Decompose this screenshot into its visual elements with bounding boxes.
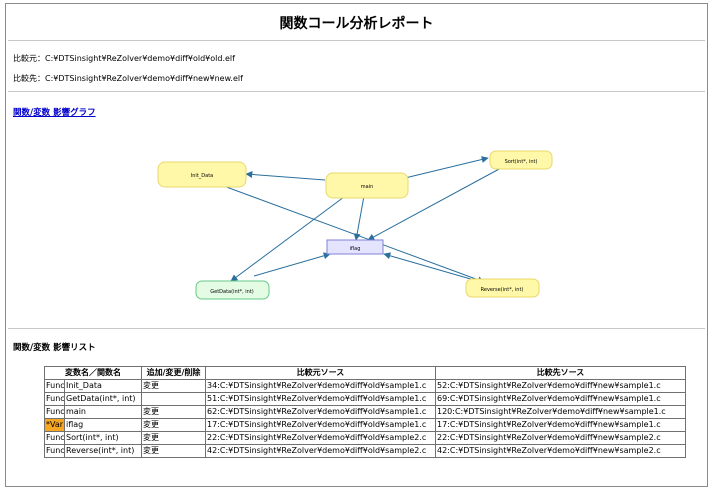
kind-cell: Func xyxy=(44,444,65,458)
column-header-change: 追加/変更/削除 xyxy=(141,366,206,380)
graph-edges xyxy=(220,156,502,284)
table-header-row: 変数名／関数名 追加/変更/削除 比較元ソース 比較先ソース xyxy=(44,366,686,380)
edge-reverse-iflag xyxy=(383,252,482,283)
graph-node-getdata[interactable]: GetData(int*, int) xyxy=(195,280,270,300)
source-cell: 34:C:¥DTSinsight¥ReZolver¥demo¥diff¥old¥… xyxy=(205,379,436,393)
change-cell: 変更 xyxy=(141,431,206,445)
svg-text:GetData(int*, int): GetData(int*, int) xyxy=(210,289,254,295)
source-cell: 42:C:¥DTSinsight¥ReZolver¥demo¥diff¥old¥… xyxy=(205,444,436,458)
name-cell: main xyxy=(64,405,142,419)
target-cell: 120:C:¥DTSinsight¥ReZolver¥demo¥diff¥new… xyxy=(435,405,686,419)
name-cell: Reverse(int*, int) xyxy=(64,444,142,458)
edge-sort-iflag xyxy=(367,167,502,241)
table-row[interactable]: Func Reverse(int*, int) 変更 42:C:¥DTSinsi… xyxy=(44,444,686,458)
compare-source-path: 比較元：C:¥DTSinsight¥ReZolver¥demo¥diff¥old… xyxy=(13,54,235,63)
impact-graph-link[interactable]: 関数/変数 影響グラフ xyxy=(13,108,96,118)
page-title: 関数コール分析レポート xyxy=(279,16,434,32)
source-cell: 17:C:¥DTSinsight¥ReZolver¥demo¥diff¥old¥… xyxy=(205,418,436,432)
target-cell: 42:C:¥DTSinsight¥ReZolver¥demo¥diff¥new¥… xyxy=(435,444,686,458)
impact-graph: Init_Data main Sort(int*, int) iflag Get… xyxy=(157,150,553,300)
table-row[interactable]: *Var iflag 変更 17:C:¥DTSinsight¥ReZolver¥… xyxy=(44,418,686,432)
graph-node-init[interactable]: Init_Data xyxy=(157,161,247,188)
change-cell: 変更 xyxy=(141,418,206,432)
column-header-name: 変数名／関数名 xyxy=(44,366,142,380)
compare-target-path: 比較先：C:¥DTSinsight¥ReZolver¥demo¥diff¥new… xyxy=(13,74,243,83)
graph-node-iflag[interactable]: iflag xyxy=(326,239,384,255)
svg-text:Reverse(int*, int): Reverse(int*, int) xyxy=(481,287,524,293)
change-cell: 変更 xyxy=(141,379,206,393)
change-cell: 変更 xyxy=(141,444,206,458)
edge-main-init xyxy=(245,170,326,181)
table-row[interactable]: Func GetData(int*, int) 51:C:¥DTSinsight… xyxy=(44,392,686,406)
kind-cell-highlighted: *Var xyxy=(44,418,65,432)
kind-cell: Func xyxy=(44,431,65,445)
graph-node-reverse[interactable]: Reverse(int*, int) xyxy=(465,278,540,298)
divider xyxy=(8,91,705,92)
edge-main-sort xyxy=(404,156,489,179)
edge-init-reverse xyxy=(220,184,485,284)
divider xyxy=(8,328,705,329)
divider xyxy=(8,40,705,41)
edge-main-getdata xyxy=(230,193,349,282)
name-cell: iflag xyxy=(64,418,142,432)
column-header-source: 比較元ソース xyxy=(205,366,436,380)
table-row[interactable]: Func main 変更 62:C:¥DTSinsight¥ReZolver¥d… xyxy=(44,405,686,419)
svg-text:iflag: iflag xyxy=(350,246,361,252)
change-cell xyxy=(141,392,206,406)
svg-text:Sort(int*, int): Sort(int*, int) xyxy=(505,159,538,165)
graph-node-sort[interactable]: Sort(int*, int) xyxy=(489,150,553,170)
source-cell: 22:C:¥DTSinsight¥ReZolver¥demo¥diff¥old¥… xyxy=(205,431,436,445)
svg-text:main: main xyxy=(361,184,374,190)
kind-cell: Func xyxy=(44,405,65,419)
table-row[interactable]: Func Init_Data 変更 34:C:¥DTSinsight¥ReZol… xyxy=(44,379,686,393)
impact-list-heading: 関数/変数 影響リスト xyxy=(13,343,96,353)
edge-getdata-iflag xyxy=(253,252,331,277)
source-cell: 51:C:¥DTSinsight¥ReZolver¥demo¥diff¥old¥… xyxy=(205,392,436,406)
graph-node-main[interactable]: main xyxy=(325,172,409,199)
target-cell: 17:C:¥DTSinsight¥ReZolver¥demo¥diff¥new¥… xyxy=(435,418,686,432)
impact-list-table: 変数名／関数名 追加/変更/削除 比較元ソース 比較先ソース Func Init… xyxy=(44,366,686,458)
column-header-target: 比較先ソース xyxy=(435,366,686,380)
table-row[interactable]: Func Sort(int*, int) 変更 22:C:¥DTSinsight… xyxy=(44,431,686,445)
name-cell: GetData(int*, int) xyxy=(64,392,142,406)
kind-cell: Func xyxy=(44,392,65,406)
edge-main-iflag xyxy=(353,195,365,241)
svg-text:Init_Data: Init_Data xyxy=(191,173,213,179)
kind-cell: Func xyxy=(44,379,65,393)
name-cell: Init_Data xyxy=(64,379,142,393)
source-cell: 62:C:¥DTSinsight¥ReZolver¥demo¥diff¥old¥… xyxy=(205,405,436,419)
change-cell: 変更 xyxy=(141,405,206,419)
target-cell: 52:C:¥DTSinsight¥ReZolver¥demo¥diff¥new¥… xyxy=(435,379,686,393)
target-cell: 69:C:¥DTSinsight¥ReZolver¥demo¥diff¥new¥… xyxy=(435,392,686,406)
name-cell: Sort(int*, int) xyxy=(64,431,142,445)
target-cell: 22:C:¥DTSinsight¥ReZolver¥demo¥diff¥new¥… xyxy=(435,431,686,445)
report-frame: 関数コール分析レポート 比較元：C:¥DTSinsight¥ReZolver¥d… xyxy=(5,3,708,487)
